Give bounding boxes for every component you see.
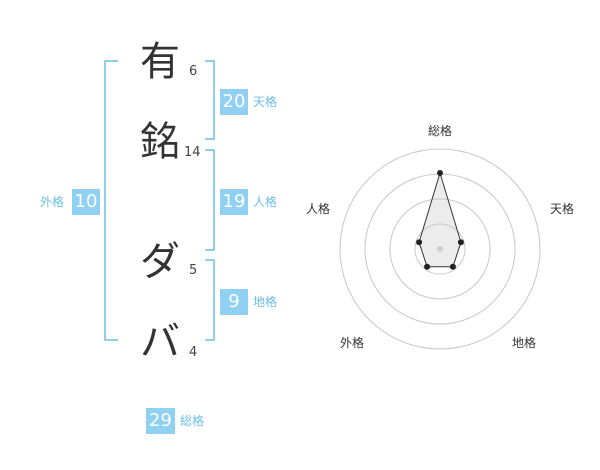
radar-point [437,170,443,176]
radar-ring [414,223,466,275]
sou-kaku-label: 総格 [180,414,205,428]
radar-point [424,263,431,270]
sou-kaku-value: 29 [146,408,175,434]
ten-kaku-label: 天格 [253,95,278,109]
name-char-3: ダ [140,239,180,285]
stroke-count-2: 14 [184,145,201,160]
chi-kaku-value: 9 [220,289,248,315]
chi-bracket [205,259,215,341]
jin-bracket [205,149,215,251]
radar-label-sou: 総格 [428,124,453,138]
radar-label-gai: 外格 [340,336,365,350]
radar-point [449,263,456,270]
name-char-1: 有 [140,39,180,85]
jin-kaku-value: 19 [220,189,248,215]
name-char-2: 銘 [140,119,180,165]
radar-ring [339,148,541,350]
radar-point [416,239,423,246]
radar-ring [389,198,491,300]
radar-label-ten: 天格 [550,202,575,216]
ten-kaku-value: 20 [220,89,248,115]
gai-kaku-label: 外格 [40,195,65,209]
radar-label-chi: 地格 [512,336,537,350]
radar-center [437,246,443,252]
chi-kaku-label: 地格 [253,295,278,309]
jin-kaku-label: 人格 [253,195,278,209]
radar-label-jin: 人格 [306,202,331,216]
ten-bracket [205,60,215,140]
name-char-4: バ [140,319,180,365]
stroke-count-1: 6 [189,64,198,79]
gai-bracket [104,60,118,341]
stroke-count-4: 4 [189,345,198,360]
stroke-count-3: 5 [189,263,198,278]
radar-polygon [418,171,462,268]
radar-point [457,239,464,246]
gai-kaku-value: 10 [72,189,100,215]
